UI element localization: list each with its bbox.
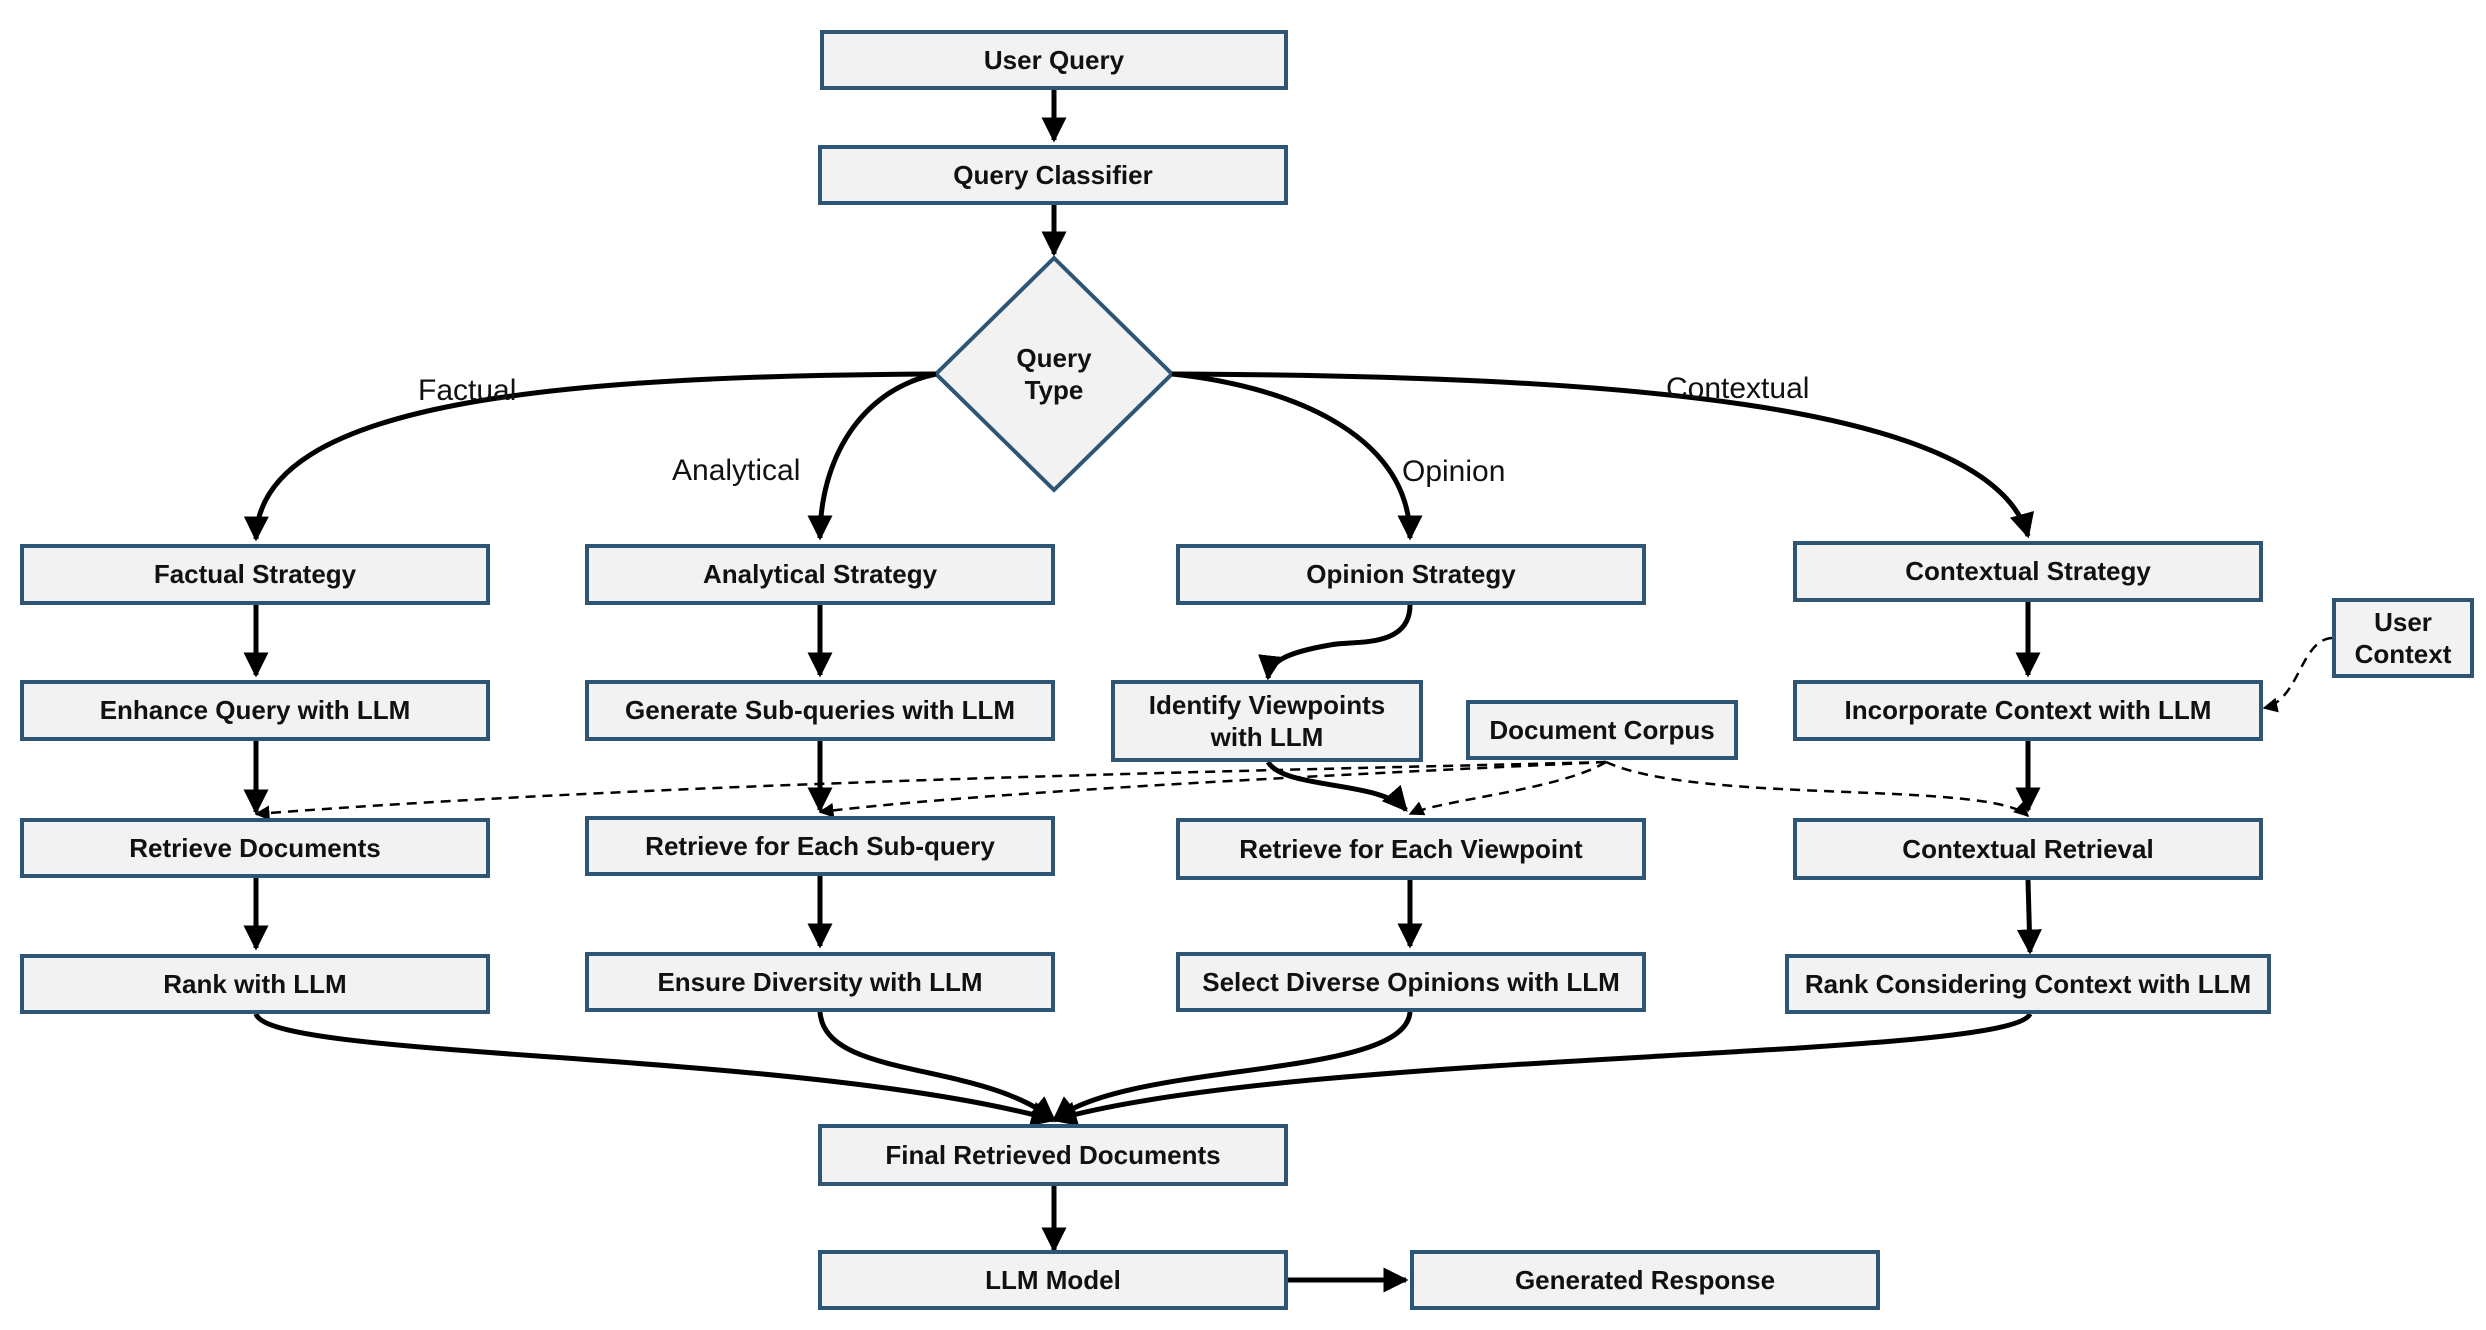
document-corpus-box: Document Corpus — [1466, 700, 1738, 760]
arrow-diversity-to-final — [817, 1011, 1056, 1122]
llm-model-box: LLM Model — [818, 1250, 1288, 1310]
branch-label-opinion: Opinion — [1402, 455, 1506, 488]
dashed-user-context-to-incorporate — [2262, 636, 2333, 713]
query-type-label: Query Type — [1016, 342, 1092, 406]
dashed-corpus-to-retrieve-documents — [254, 760, 1607, 821]
arrow-type-to-contextual — [1171, 371, 2034, 539]
enhance-query-box: Enhance Query with LLM — [20, 680, 490, 741]
ensure-diversity-box: Ensure Diversity with LLM — [585, 952, 1055, 1012]
arrow-type-to-opinion — [1171, 371, 1423, 541]
retrieve-viewpoint-box: Retrieve for Each Viewpoint — [1176, 818, 1646, 880]
opinion-strategy-box: Opinion Strategy — [1176, 544, 1646, 605]
incorporate-context-box: Incorporate Context with LLM — [1793, 680, 2263, 741]
arrow-rankctx-to-final — [1051, 1012, 2033, 1126]
retrieve-documents-box: Retrieve Documents — [20, 818, 490, 878]
arrow-rank-to-final — [253, 1012, 1057, 1127]
select-opinions-box: Select Diverse Opinions with LLM — [1176, 952, 1646, 1012]
dashed-corpus-to-retrieve-subquery — [818, 760, 1607, 818]
arrow-type-to-factual — [243, 371, 937, 542]
arrow-opinion-1 — [1258, 604, 1413, 681]
contextual-strategy-box: Contextual Strategy — [1793, 541, 2263, 602]
generate-subqueries-box: Generate Sub-queries with LLM — [585, 680, 1055, 741]
branch-label-contextual: Contextual — [1666, 372, 1810, 405]
analytical-strategy-box: Analytical Strategy — [585, 544, 1055, 605]
rank-context-box: Rank Considering Context with LLM — [1785, 954, 2271, 1014]
arrow-type-to-analytical — [807, 371, 937, 541]
query-type-diamond — [933, 255, 1175, 493]
arrow-contextual-3 — [2016, 879, 2042, 955]
user-query-box: User Query — [820, 30, 1288, 90]
user-context-box: User Context — [2332, 598, 2474, 678]
arrow-opinion-2 — [1265, 760, 1408, 812]
identify-viewpoints-box: Identify Viewpoints with LLM — [1111, 680, 1423, 762]
query-classifier-box: Query Classifier — [818, 145, 1288, 205]
retrieve-subquery-box: Retrieve for Each Sub-query — [585, 816, 1055, 876]
branch-label-analytical: Analytical — [672, 454, 801, 487]
generated-response-box: Generated Response — [1410, 1250, 1880, 1310]
arrow-opinions-to-final — [1052, 1011, 1413, 1122]
factual-strategy-box: Factual Strategy — [20, 544, 490, 605]
contextual-retrieval-box: Contextual Retrieval — [1793, 818, 2263, 880]
dashed-corpus-to-contextual-retrieval — [1605, 760, 2030, 818]
branch-label-factual: Factual — [418, 374, 517, 407]
dashed-corpus-to-retrieve-viewpoint — [1408, 760, 1607, 816]
rank-llm-box: Rank with LLM — [20, 954, 490, 1014]
final-documents-box: Final Retrieved Documents — [818, 1124, 1288, 1186]
